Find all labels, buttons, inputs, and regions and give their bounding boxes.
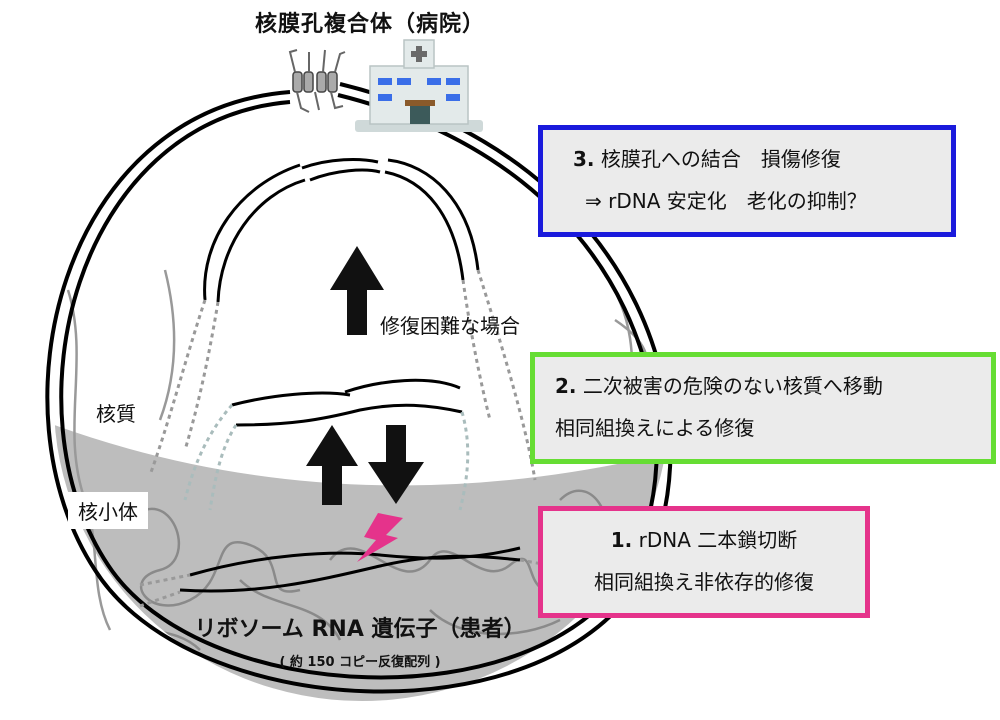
step-1-line2: 相同組換え非依存的修復 — [594, 570, 814, 594]
hospital-icon — [355, 39, 483, 132]
step-2-number: 2. — [555, 374, 577, 398]
gene-subtitle: ( 約 150 コピー反復配列 ) — [279, 655, 441, 670]
middle-dotted — [183, 404, 470, 511]
step-1-text1: rDNA 二本鎖切断 — [638, 528, 798, 552]
nuclear-pore-complex-icon — [288, 49, 346, 113]
arch-strands — [203, 158, 480, 303]
arrow-up-icon — [306, 425, 358, 505]
rdna-dotted — [139, 558, 566, 608]
step-3-line2: ⇒ rDNA 安定化 老化の抑制？ — [585, 189, 867, 213]
nucleoplasm-label: 核質 — [96, 402, 136, 426]
step-2-line2: 相同組換えによる修復 — [555, 416, 755, 440]
step-2-line1: 2. 二次被害の危険のない核質へ移動 — [555, 365, 991, 407]
step-2-text1: 二次被害の危険のない核質へ移動 — [582, 374, 883, 398]
middle-strands — [231, 378, 463, 427]
step-1-line1: 1. rDNA 二本鎖切断 — [543, 519, 865, 561]
step-3-box: 3. 核膜孔への結合 損傷修復 ⇒ rDNA 安定化 老化の抑制？ — [538, 125, 956, 237]
step-1-box: 1. rDNA 二本鎖切断 相同組換え非依存的修復 — [538, 506, 870, 618]
nuclear-envelope — [45, 82, 673, 694]
step-1-number: 1. — [610, 528, 633, 552]
arrow-up-icon — [330, 246, 384, 335]
step-3-text1: 核膜孔への結合 損傷修復 — [600, 147, 841, 171]
step-3-line1: 3. 核膜孔への結合 損傷修復 — [571, 138, 951, 180]
nucleolus-label: 核小体 — [68, 492, 148, 529]
difficult-repair-label: 修復困難な場合 — [380, 314, 520, 338]
arrow-down-icon — [368, 425, 424, 504]
step-3-number: 3. — [573, 147, 595, 171]
lightning-icon — [357, 513, 403, 562]
gene-title: リボソーム RNA 遺伝子（患者） — [194, 617, 526, 642]
diagram-title: 核膜孔複合体（病院） — [254, 12, 485, 37]
rdna-strands — [179, 546, 521, 593]
step-2-box: 2. 二次被害の危険のない核質へ移動 相同組換えによる修復 — [530, 352, 996, 464]
